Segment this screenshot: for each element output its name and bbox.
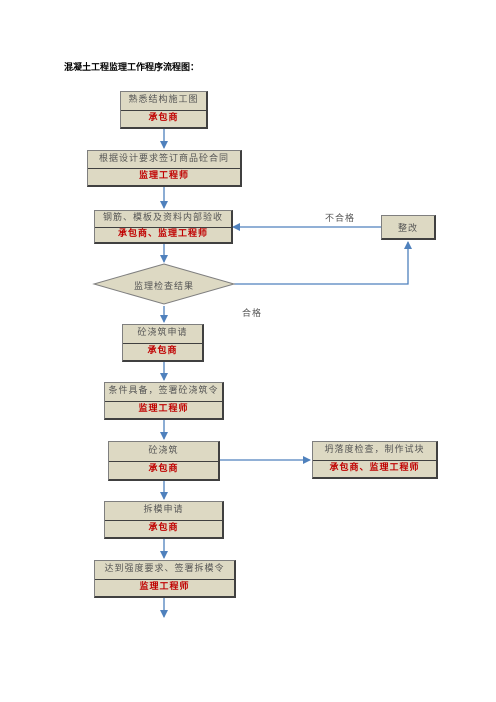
node-divider: [313, 459, 436, 461]
node-divider: [88, 168, 240, 169]
node-divider: [95, 226, 231, 228]
node-removal-order: 达到强度要求、签署拆模令 监理工程师: [94, 560, 236, 598]
node-step: 砼浇筑申请: [137, 328, 188, 339]
node-role: 承包商、监理工程师: [329, 462, 420, 473]
node-role: 承包商: [148, 522, 179, 533]
decision-label: 监理检查结果: [133, 281, 194, 292]
node-step: 钢筋、模板及资料内部验收: [102, 213, 223, 224]
node-role: 承包商: [147, 345, 178, 356]
node-rework: 整改: [381, 215, 436, 240]
node-role: 承包商、监理工程师: [117, 228, 208, 239]
node-slump-test: 坍落度检查，制作试块 承包商、监理工程师: [312, 441, 438, 479]
label-fail: 不合格: [325, 214, 356, 224]
node-step: 根据设计要求签订商品砼合同: [98, 154, 229, 164]
node-read-drawings: 熟悉结构施工图 承包商: [120, 91, 208, 129]
node-divider: [121, 109, 206, 111]
node-pour-order: 条件具备，签署砼浇筑令 监理工程师: [104, 382, 224, 420]
node-divider: [109, 460, 218, 462]
decision-diamond: [92, 263, 236, 305]
node-role: 承包商: [148, 112, 179, 123]
node-divider: [95, 578, 234, 580]
arrow-decision-rework: [234, 241, 412, 285]
node-concrete-contract: 根据设计要求签订商品砼合同 监理工程师: [87, 150, 242, 187]
node-step: 条件具备，签署砼浇筑令: [108, 386, 219, 397]
node-role: 承包商: [148, 464, 179, 475]
node-formwork-removal-application: 拆模申请 承包商: [104, 501, 224, 539]
node-internal-inspection: 钢筋、模板及资料内部验收 承包商、监理工程师: [94, 210, 233, 244]
page-title: 混凝土工程监理工作程序流程图：: [64, 63, 200, 73]
node-pour-application: 砼浇筑申请 承包商: [122, 324, 204, 362]
node-step: 砼浇筑: [148, 445, 179, 456]
node-role: 监理工程师: [138, 403, 189, 414]
node-role: 监理工程师: [138, 171, 189, 181]
node-step: 达到强度要求、签署拆模令: [104, 564, 225, 575]
node-divider: [123, 342, 202, 344]
node-divider: [105, 400, 222, 402]
node-pouring: 砼浇筑 承包商: [108, 441, 220, 481]
node-role: 监理工程师: [139, 581, 190, 592]
label-pass: 合格: [242, 309, 263, 319]
node-step: 拆模申请: [143, 505, 184, 516]
node-step: 熟悉结构施工图: [128, 95, 199, 106]
node-step: 坍落度检查，制作试块: [324, 445, 425, 456]
node-divider: [105, 519, 222, 521]
